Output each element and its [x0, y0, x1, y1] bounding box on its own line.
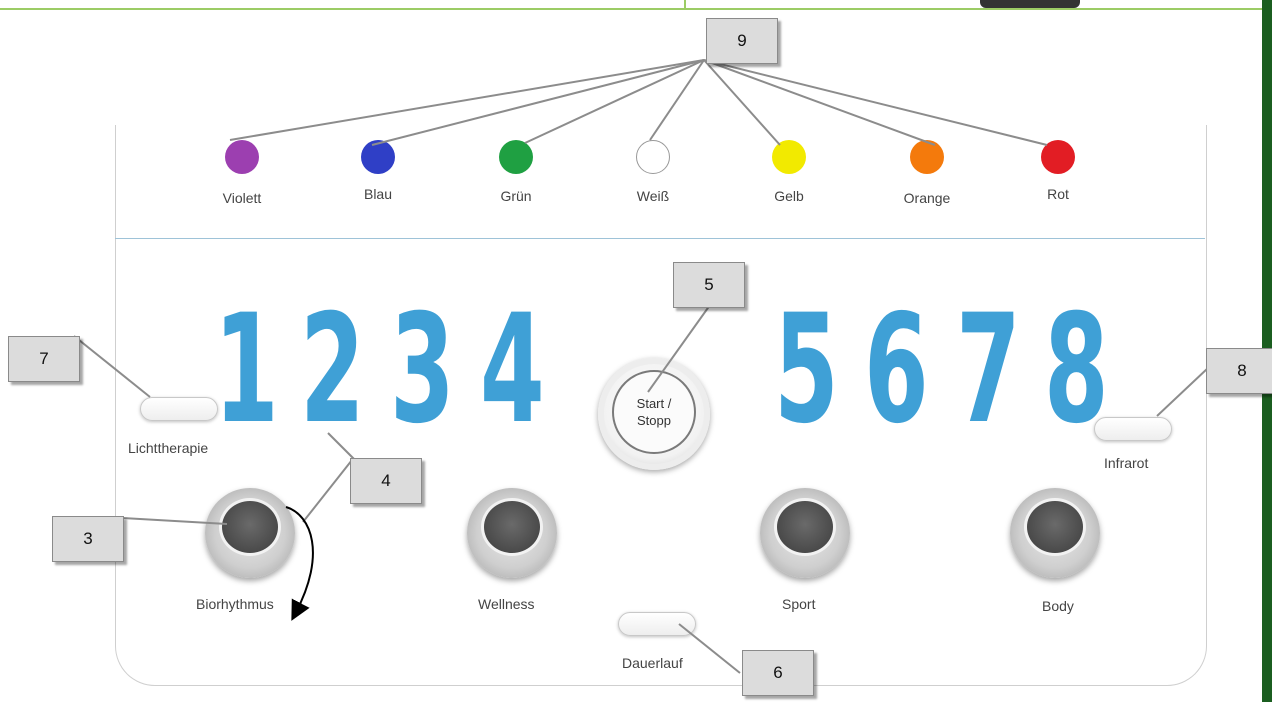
callout-7: 7 [8, 336, 80, 382]
top-rule [0, 8, 1272, 10]
program-digit-3: 3 [390, 283, 455, 457]
knob-cap [481, 498, 543, 556]
callout-4: 4 [350, 458, 422, 504]
callout-5: 5 [673, 262, 745, 308]
knob-cap [1024, 498, 1086, 556]
knob-wellness[interactable] [467, 488, 557, 578]
panel-divider [115, 238, 1205, 239]
label-orange: Orange [903, 190, 951, 206]
led-blau [361, 140, 395, 174]
label-gruen: Grün [500, 188, 532, 204]
leader-4a [327, 432, 356, 461]
program-digit-5: 5 [774, 283, 839, 457]
start-stop-label-line2: Stopp [637, 413, 671, 428]
label-wellness: Wellness [478, 596, 535, 612]
label-gelb: Gelb [774, 188, 804, 204]
leader-9-rot [703, 59, 1048, 146]
callout-8: 8 [1206, 348, 1272, 394]
leader-9-gruen [524, 59, 705, 144]
label-weiss: Weiß [636, 188, 670, 204]
program-digit-2: 2 [300, 283, 365, 457]
start-stop-face: Start / Stopp [612, 370, 696, 454]
leader-6 [678, 623, 741, 674]
leader-9-orange [703, 59, 936, 146]
lichttherapie-switch[interactable] [140, 397, 218, 421]
start-stop-label-line1: Start / [636, 396, 672, 411]
leader-4b [302, 459, 353, 523]
infrarot-label: Infrarot [1104, 455, 1149, 471]
rotate-arrow-icon [285, 506, 314, 621]
knob-body[interactable] [1010, 488, 1100, 578]
label-biorhythmus: Biorhythmus [196, 596, 274, 612]
control-panel [115, 125, 1207, 686]
led-gelb [772, 140, 806, 174]
leader-8 [1156, 367, 1209, 417]
dauerlauf-switch[interactable] [618, 612, 696, 636]
knob-sport[interactable] [760, 488, 850, 578]
label-sport: Sport [782, 596, 816, 612]
infrarot-switch[interactable] [1094, 417, 1172, 441]
dauerlauf-label: Dauerlauf [622, 655, 683, 671]
top-rule-tick [684, 0, 686, 10]
callout-6: 6 [742, 650, 814, 696]
leader-9-gelb [703, 59, 781, 146]
program-digit-4: 4 [480, 283, 545, 457]
knob-cap [219, 498, 281, 556]
leader-3 [122, 517, 228, 525]
program-digit-1: 1 [214, 283, 279, 457]
leader-5 [647, 304, 711, 393]
leader-9-violett [229, 59, 705, 141]
label-blau: Blau [363, 186, 393, 202]
leader-7 [73, 335, 151, 398]
led-orange [910, 140, 944, 174]
callout-9: 9 [706, 18, 778, 64]
label-body: Body [1042, 598, 1074, 614]
callout-3: 3 [52, 516, 124, 562]
leader-9-weiss [649, 59, 705, 141]
led-violett [225, 140, 259, 174]
lichttherapie-label: Lichttherapie [128, 440, 209, 456]
top-device-edge [980, 0, 1080, 8]
program-digit-7: 7 [956, 283, 1021, 457]
program-digit-6: 6 [864, 283, 929, 457]
label-rot: Rot [1047, 186, 1069, 202]
label-violett: Violett [222, 190, 262, 206]
leader-9-blau [371, 59, 705, 146]
led-gruen [499, 140, 533, 174]
start-stop-button[interactable]: Start / Stopp [598, 358, 710, 470]
knob-biorhythmus[interactable] [205, 488, 295, 578]
knob-cap [774, 498, 836, 556]
led-weiss [636, 140, 670, 174]
